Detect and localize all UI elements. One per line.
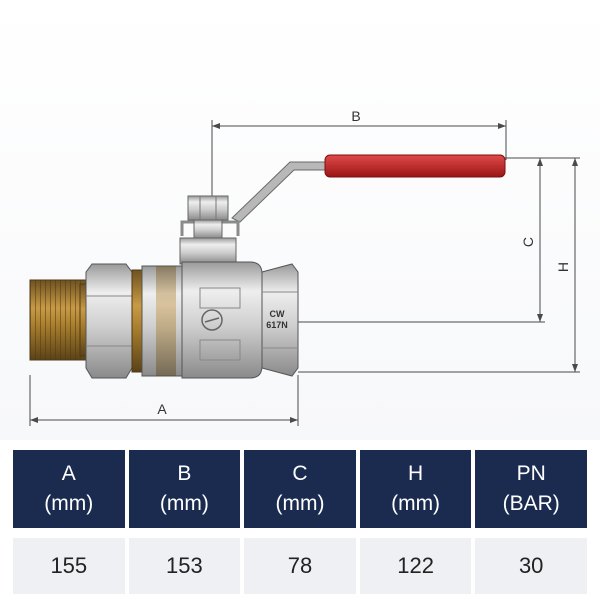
header-a-unit: (mm) [44,492,94,515]
body-marking-line1: CW [270,309,285,319]
value-pn: 30 [475,538,587,594]
male-thread-end [29,279,95,361]
dimension-h: H [298,157,580,373]
dim-label-b: B [351,108,360,124]
header-pn-label: PN [516,462,546,485]
header-h-unit: (mm) [391,492,441,515]
header-b: B (mm) [128,450,241,538]
dimension-a: A [29,375,299,426]
header-c: C (mm) [244,450,356,538]
dim-label-h: H [555,262,571,272]
stem-nut [179,195,237,265]
union-nut [85,263,143,379]
value-a: 155 [13,538,125,594]
specs-header-row: A (mm) B (mm) C (mm) H (mm) PN (BAR) [13,450,587,538]
value-h: 122 [359,538,472,594]
header-a: A (mm) [13,450,125,538]
dim-label-c: C [520,237,536,247]
header-pn: PN (BAR) [475,450,587,538]
header-c-unit: (mm) [275,492,325,515]
header-c-label: C [292,462,308,485]
specs-value-row: 155 153 78 122 30 [13,538,587,594]
value-c: 78 [244,538,356,594]
valve-body: CW 617N [141,261,299,379]
header-b-unit: (mm) [159,492,209,515]
lever-handle [180,154,506,236]
header-h-label: H [407,462,424,485]
valve-technical-drawing: B C H A [0,0,600,440]
header-h: H (mm) [359,450,472,538]
dimension-c: C [298,157,545,323]
valve-drawing-svg: B C H A [29,108,580,426]
header-pn-unit: (BAR) [502,492,560,515]
header-a-label: A [61,462,76,485]
header-b-label: B [177,462,192,485]
value-b: 153 [128,538,241,594]
dim-label-a: A [157,401,167,417]
body-marking-line2: 617N [266,320,288,330]
specs-table: A (mm) B (mm) C (mm) H (mm) PN (BAR) 155 [9,450,591,594]
